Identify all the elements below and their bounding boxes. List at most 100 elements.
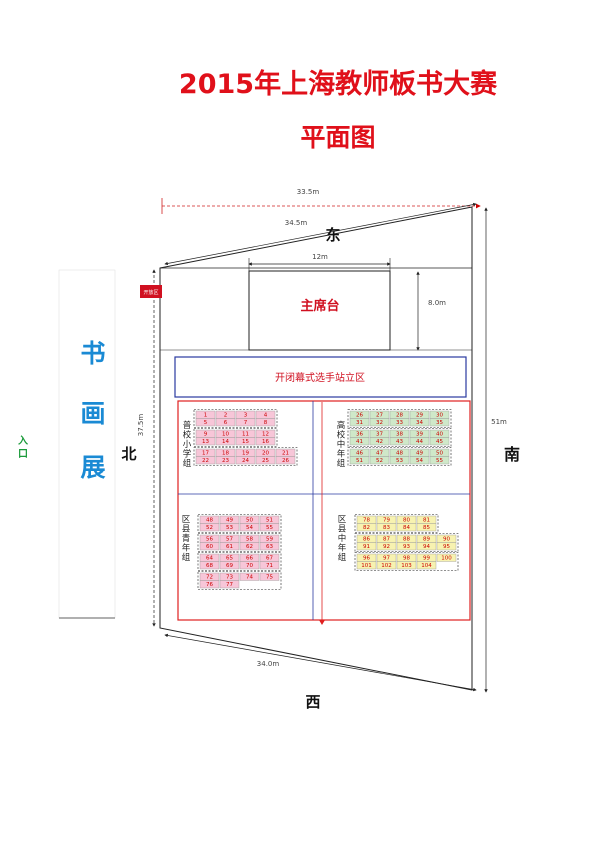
seat-number: 3 (244, 413, 248, 419)
page-title: 2015年上海教师板书大赛 (178, 69, 498, 100)
seat-number: 67 (266, 556, 273, 562)
seat-desk (199, 580, 220, 589)
group-label-char: 青 (182, 533, 191, 544)
exhibit-panel (58, 269, 116, 619)
seat-number: 96 (363, 556, 370, 562)
seat-desk (275, 456, 296, 465)
seat-desk (195, 437, 216, 446)
seat-number: 51 (356, 458, 363, 464)
right-height-label: 51m (491, 418, 507, 426)
seat-number: 69 (226, 563, 233, 569)
group-label-char: 区 (338, 515, 347, 525)
seat-number: 36 (356, 432, 363, 438)
seat-number: 86 (363, 537, 370, 543)
direction-north: 北 (121, 445, 136, 463)
seat-number: 95 (443, 544, 450, 550)
seat-desk (255, 437, 276, 446)
entrance-label: 入口 (0, 0, 2, 1)
seat-number: 42 (376, 439, 383, 445)
seat-block (197, 514, 282, 533)
seat-number: 58 (246, 537, 253, 543)
seat-desk (436, 553, 457, 562)
seat-number: 43 (396, 439, 403, 445)
seat-number: 81 (423, 518, 430, 524)
seat-desk (349, 437, 370, 446)
seat-number: 52 (376, 458, 383, 464)
seat-desk (219, 561, 240, 570)
seat-desk (259, 572, 280, 581)
seat-number: 57 (226, 537, 233, 543)
ceremony-zone (174, 356, 467, 398)
seat-desk (389, 456, 410, 465)
seat-number: 50 (246, 518, 253, 524)
seat-number: 47 (376, 451, 383, 457)
seat-number: 73 (226, 575, 233, 581)
seat-block (354, 552, 459, 571)
seat-desk (215, 456, 236, 465)
seat-desk (396, 523, 417, 532)
seat-number: 74 (246, 575, 253, 581)
seat-number: 60 (206, 544, 213, 550)
seat-block (193, 409, 278, 428)
seat-desk (219, 580, 240, 589)
seat-number: 27 (376, 413, 383, 419)
ceremony-zone-label: 开闭幕式选手站立区 (275, 371, 365, 384)
group-label-char: 组 (338, 552, 347, 563)
seat-number: 52 (206, 525, 213, 531)
seat-number: 64 (206, 556, 213, 562)
seat-number: 46 (356, 451, 363, 457)
seat-number: 15 (242, 439, 249, 445)
exhibit-badge (140, 285, 162, 298)
stage-depth-label: 8.0m (428, 299, 446, 307)
seat-desk (349, 456, 370, 465)
seat-number: 17 (202, 451, 209, 457)
exhibit-char-1: 书 (80, 339, 105, 368)
seat-number: 78 (363, 518, 370, 524)
seat-number: 70 (246, 563, 253, 569)
seat-desk (239, 542, 260, 551)
seat-number: 33 (396, 420, 403, 426)
seat-number: 11 (242, 432, 249, 438)
seat-desk (369, 418, 390, 427)
seat-desk (376, 561, 397, 570)
seat-number: 101 (361, 563, 372, 569)
seat-desk (416, 542, 437, 551)
seat-number: 49 (226, 518, 233, 524)
seat-number: 34 (416, 420, 423, 426)
seat-desk (376, 523, 397, 532)
exhibit-char-2: 画 (80, 399, 105, 428)
seat-number: 80 (403, 518, 410, 524)
seat-block (347, 447, 452, 466)
exhibit-badge-label: 开放区 (143, 289, 158, 296)
seat-number: 19 (242, 451, 249, 457)
seat-number: 38 (396, 432, 403, 438)
group-label-char: 组 (183, 458, 192, 469)
seat-desk (215, 437, 236, 446)
group-label-char: 中 (337, 439, 346, 450)
seat-number: 100 (441, 556, 452, 562)
seat-block (347, 409, 452, 428)
group-label-char: 学 (183, 449, 192, 460)
seat-number: 61 (226, 544, 233, 550)
seat-number: 103 (401, 563, 412, 569)
exhibit-char-3: 展 (80, 453, 105, 482)
seat-desk (239, 561, 260, 570)
seat-number: 71 (266, 563, 273, 569)
seat-number: 44 (416, 439, 423, 445)
seat-number: 84 (403, 525, 410, 531)
seat-desk (195, 456, 216, 465)
group-label-char: 小 (183, 439, 192, 450)
stage-width-label: 12m (312, 253, 328, 261)
direction-east: 东 (325, 226, 340, 244)
seat-number: 55 (266, 525, 273, 531)
seat-number: 89 (423, 537, 430, 543)
seat-number: 20 (262, 451, 269, 457)
seat-block (347, 428, 452, 447)
seat-number: 104 (421, 563, 432, 569)
seat-number: 87 (383, 537, 390, 543)
stage (248, 270, 391, 351)
seat-number: 31 (356, 420, 363, 426)
seat-block (197, 571, 282, 590)
entrance-char-2: 口 (18, 449, 28, 460)
group-label-char: 区 (182, 515, 191, 525)
